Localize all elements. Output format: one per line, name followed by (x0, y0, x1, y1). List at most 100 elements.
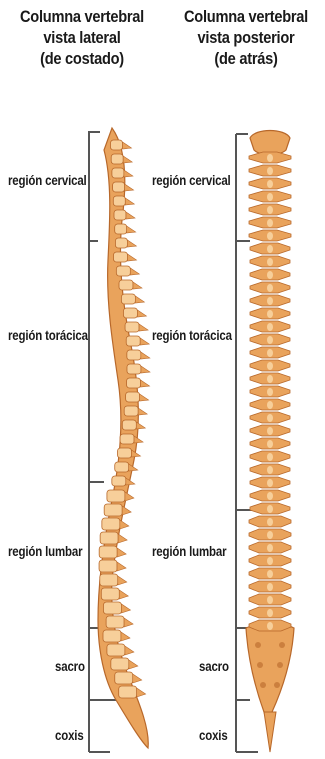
lateral-label-sacrum: sacro (55, 658, 85, 674)
lateral-vertebra (119, 280, 133, 290)
lateral-spinous-process (139, 324, 148, 331)
posterior-spinous-process (267, 544, 273, 552)
posterior-spinous-process (267, 401, 273, 409)
posterior-spinous-process (267, 375, 273, 383)
lateral-vertebra (113, 182, 125, 192)
lateral-vertebra (115, 224, 127, 234)
posterior-spinous-process (267, 492, 273, 500)
lateral-spinous-process (140, 338, 149, 345)
lateral-vertebra (112, 168, 124, 178)
posterior-spinous-process (267, 154, 273, 162)
lateral-vertebra (125, 322, 139, 332)
lateral-spinous-process (141, 380, 150, 387)
lateral-spinous-process (134, 436, 143, 443)
lateral-vertebra (119, 686, 137, 698)
posterior-spinous-process (267, 570, 273, 578)
lateral-spinous-process (136, 422, 145, 429)
posterior-spinous-process (267, 622, 273, 630)
lateral-vertebra (112, 476, 126, 486)
sacral-foramen (279, 642, 285, 648)
lateral-vertebra (115, 462, 129, 472)
lateral-spinous-process (133, 282, 142, 289)
lateral-vertebra (127, 364, 141, 374)
lateral-vertebra (104, 504, 122, 516)
lateral-spinous-process (118, 576, 127, 585)
lateral-spinous-process (141, 352, 150, 359)
lateral-vertebra (126, 336, 140, 346)
posterior-spinous-process (267, 596, 273, 604)
posterior-spinous-process (267, 453, 273, 461)
lateral-spinous-process (117, 548, 126, 557)
lateral-spine (98, 128, 150, 748)
lateral-vertebra (126, 392, 140, 402)
lateral-vertebra (123, 308, 137, 318)
lateral-vertebra (103, 602, 121, 614)
lateral-spinous-process (126, 212, 135, 219)
lateral-label-thoracic: región torácica (8, 327, 88, 343)
lateral-spinous-process (117, 562, 126, 571)
lateral-vertebra (118, 448, 132, 458)
lateral-vertebra (102, 518, 120, 530)
lateral-spinous-process (123, 142, 132, 149)
posterior-spinous-process (267, 531, 273, 539)
posterior-spinous-process (267, 310, 273, 318)
posterior-label-sacrum: sacro (199, 658, 229, 674)
lateral-spinous-process (118, 534, 127, 543)
posterior-spinous-process (267, 505, 273, 513)
lateral-vertebra (120, 434, 134, 444)
lateral-vertebra (111, 154, 123, 164)
lateral-spinous-process (130, 268, 139, 275)
posterior-spinous-process (267, 609, 273, 617)
lateral-vertebra (121, 294, 135, 304)
lateral-vertebra (115, 672, 133, 684)
lateral-spinous-process (125, 184, 134, 191)
posterior-spinous-process (267, 271, 273, 279)
lateral-vertebra (124, 406, 138, 416)
lateral-vertebra (106, 616, 124, 628)
lateral-vertebra (100, 532, 118, 544)
posterior-spinous-process (267, 414, 273, 422)
sacral-foramen (277, 662, 283, 668)
lateral-vertebra (100, 574, 118, 586)
lateral-vertebra (113, 196, 125, 206)
lateral-vertebra (127, 378, 141, 388)
lateral-spinous-process (141, 366, 150, 373)
posterior-spinous-process (267, 336, 273, 344)
posterior-label-coccyx: coxis (199, 727, 228, 743)
lateral-vertebra (103, 630, 121, 642)
posterior-spinous-process (267, 323, 273, 331)
posterior-spinous-process (267, 440, 273, 448)
lateral-spinous-process (123, 156, 132, 163)
posterior-spinous-process (267, 206, 273, 214)
lateral-spinous-process (127, 226, 136, 233)
lateral-spinous-process (127, 240, 136, 247)
posterior-spinous-process (267, 232, 273, 240)
posterior-label-lumbar: región lumbar (152, 543, 226, 559)
posterior-spinous-process (267, 297, 273, 305)
posterior-spinous-process (267, 284, 273, 292)
lateral-spinous-process (133, 674, 142, 683)
lateral-spinous-process (121, 632, 130, 641)
lateral-spinous-process (121, 604, 130, 613)
lateral-spinous-process (125, 492, 134, 501)
posterior-spinous-process (267, 219, 273, 227)
posterior-spinous-process (267, 245, 273, 253)
lateral-spinous-process (137, 688, 146, 697)
lateral-vertebra (107, 490, 125, 502)
sacral-foramen (257, 662, 263, 668)
posterior-spinous-process (267, 349, 273, 357)
posterior-spinous-process (267, 180, 273, 188)
lateral-spinous-process (124, 618, 133, 627)
posterior-spinous-process (267, 362, 273, 370)
posterior-label-cervical: región cervical (152, 172, 231, 188)
posterior-spinous-process (267, 557, 273, 565)
sacral-foramen (255, 642, 261, 648)
lateral-spinous-process (128, 254, 137, 261)
sacral-foramen (260, 682, 266, 688)
lateral-vertebra (101, 588, 119, 600)
posterior-spine (246, 131, 294, 753)
lateral-spinous-process (120, 520, 129, 529)
lateral-spinous-process (125, 646, 134, 655)
lateral-spinous-process (138, 408, 147, 415)
